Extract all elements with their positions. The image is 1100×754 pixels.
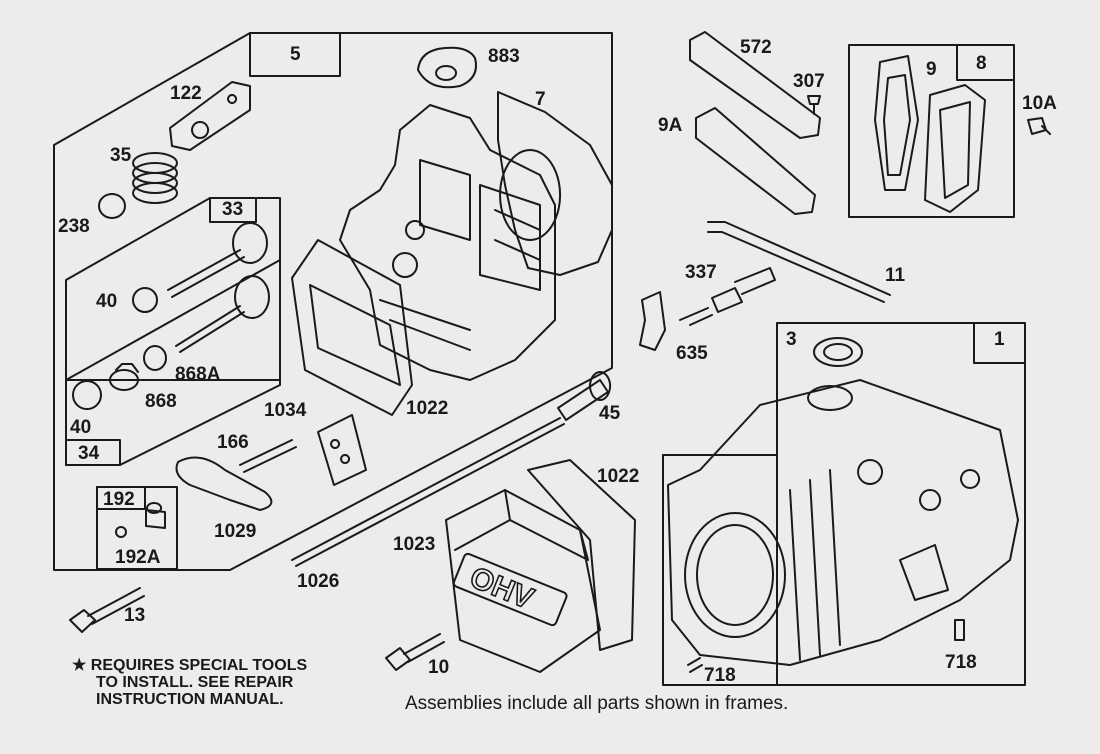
valve-34 — [175, 275, 270, 353]
gasket-9A — [695, 107, 816, 215]
cover-marking: OHV — [465, 561, 538, 616]
frame-1-label-box — [973, 322, 1026, 364]
frame-33-label: 33 — [222, 199, 244, 220]
callout-7: 7 — [535, 89, 546, 110]
locknut-192A — [115, 526, 127, 538]
note-line-1: REQUIRES SPECIAL TOOLS — [90, 657, 308, 674]
valve-spring-35 — [132, 152, 178, 204]
frame-8-label-box — [956, 44, 1015, 81]
gasket-572 — [689, 31, 821, 139]
callout-10A: 10A — [1022, 93, 1057, 114]
callout-9A: 9A — [658, 115, 683, 136]
callout-10: 10 — [428, 657, 450, 678]
head-gasket-7 — [497, 91, 613, 276]
callout-122: 122 — [170, 83, 202, 104]
note-line-3: INSTRUCTION MANUAL. — [96, 691, 284, 708]
callout-883: 883 — [488, 46, 520, 67]
bolt-10 — [385, 633, 445, 671]
callout-1034: 1034 — [264, 400, 307, 421]
callout-1022-left: 1022 — [406, 398, 449, 419]
rocker-cover-gasket-1022-right — [527, 459, 636, 651]
frame-1-extension — [662, 454, 778, 686]
callout-635: 635 — [676, 343, 708, 364]
guide-plate-1034 — [317, 414, 367, 486]
callout-40-lower: 40 — [70, 417, 92, 438]
note-line-2: TO INSTALL. SEE REPAIR — [96, 674, 294, 691]
dowel-718-right — [954, 619, 965, 641]
breather-tube-11 — [707, 221, 891, 303]
frame-34-label-box — [65, 439, 121, 466]
callout-868A: 868A — [175, 364, 221, 385]
keeper-40-upper — [132, 287, 158, 313]
callout-1029: 1029 — [214, 521, 257, 542]
elbow-635 — [639, 291, 666, 351]
callout-11: 11 — [885, 265, 906, 286]
frame-192-label: 192 — [103, 489, 135, 510]
callout-13: 13 — [124, 605, 146, 626]
cylinder-head — [339, 104, 556, 381]
stud-166 — [239, 439, 297, 473]
screw-307 — [807, 95, 821, 115]
oil-seal-3-inner — [823, 343, 853, 361]
frame-34-label: 34 — [78, 443, 100, 464]
callout-166: 166 — [217, 432, 249, 453]
frame-8-label: 8 — [976, 53, 987, 74]
callout-3: 3 — [786, 329, 797, 350]
gasket-9 — [874, 55, 919, 191]
rocker-arm-1029 — [175, 456, 273, 511]
cover-plate-8 — [924, 84, 986, 213]
callout-238: 238 — [58, 216, 90, 237]
callout-718-left: 718 — [704, 665, 736, 686]
spark-plug-337 — [679, 267, 776, 326]
oil-seal-3 — [813, 337, 863, 367]
rocker-cover-gasket-1022-left — [291, 239, 413, 416]
frame-33-outline — [65, 197, 281, 381]
callout-1022-right: 1022 — [597, 466, 640, 487]
valve-33 — [167, 222, 268, 298]
frame-5-label: 5 — [290, 44, 301, 65]
adjuster-192 — [145, 502, 166, 529]
push-rod-1026 — [291, 417, 565, 567]
assemblies-note: Assemblies include all parts shown in fr… — [405, 693, 789, 714]
dowel-718-left — [687, 657, 703, 673]
callout-337: 337 — [685, 262, 717, 283]
callout-40-upper: 40 — [96, 291, 118, 312]
frame-1-label: 1 — [994, 329, 1005, 350]
callout-192A: 192A — [115, 547, 161, 568]
special-tools-note: ★ REQUIRES SPECIAL TOOLS TO INSTALL. SEE… — [72, 657, 307, 708]
star-icon: ★ — [72, 657, 87, 674]
callout-307: 307 — [793, 71, 825, 92]
rocker-cover-1023 — [445, 489, 601, 673]
callout-45: 45 — [599, 403, 621, 424]
gasket-883 — [417, 46, 477, 89]
frame-8-outline — [848, 44, 1015, 218]
washer-868A — [143, 345, 167, 371]
callout-1026: 1026 — [297, 571, 340, 592]
screw-10A — [1027, 117, 1051, 135]
callout-1023: 1023 — [393, 534, 436, 555]
callout-572: 572 — [740, 37, 772, 58]
keeper-40-lower — [72, 380, 102, 410]
guide-45 — [557, 371, 612, 421]
cylinder-block — [667, 379, 1019, 666]
bracket-122 — [169, 81, 251, 151]
retainer-238 — [98, 193, 126, 219]
seal-868 — [109, 363, 139, 391]
frame-1-outline — [776, 322, 1026, 686]
bolt-13 — [69, 587, 145, 633]
frame-33-label-box — [209, 197, 257, 223]
frame-192-label-box — [96, 486, 146, 510]
callout-868: 868 — [145, 391, 177, 412]
callout-35: 35 — [110, 145, 132, 166]
frame-5-label-box — [249, 32, 341, 77]
callout-718-right: 718 — [945, 652, 977, 673]
callout-9: 9 — [926, 59, 937, 80]
